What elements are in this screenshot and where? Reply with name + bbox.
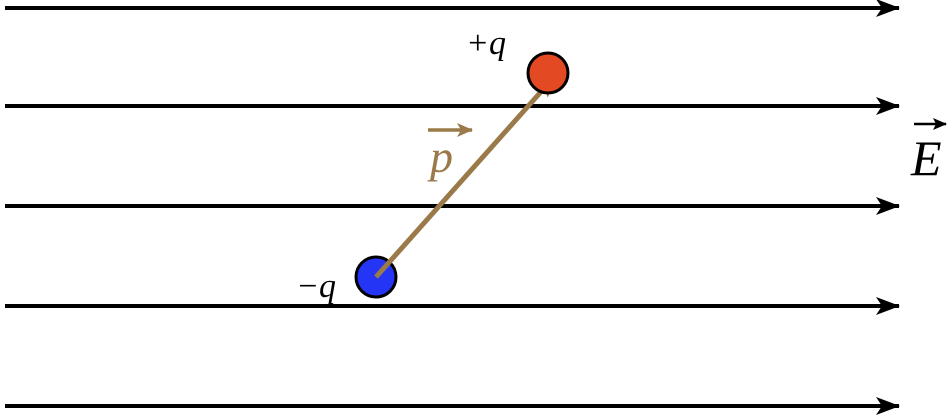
- field-symbol: E: [910, 130, 942, 186]
- dipole-moment-arrow: [374, 74, 557, 279]
- dipole-moment-label: p: [427, 123, 473, 182]
- field-lines: [5, 0, 900, 415]
- field-label: E: [910, 118, 947, 186]
- positive-charge-label: +q: [466, 25, 506, 62]
- negative-charge-label: −q: [296, 268, 336, 305]
- dipole-moment-symbol: p: [427, 131, 453, 182]
- positive-charge: [526, 51, 570, 95]
